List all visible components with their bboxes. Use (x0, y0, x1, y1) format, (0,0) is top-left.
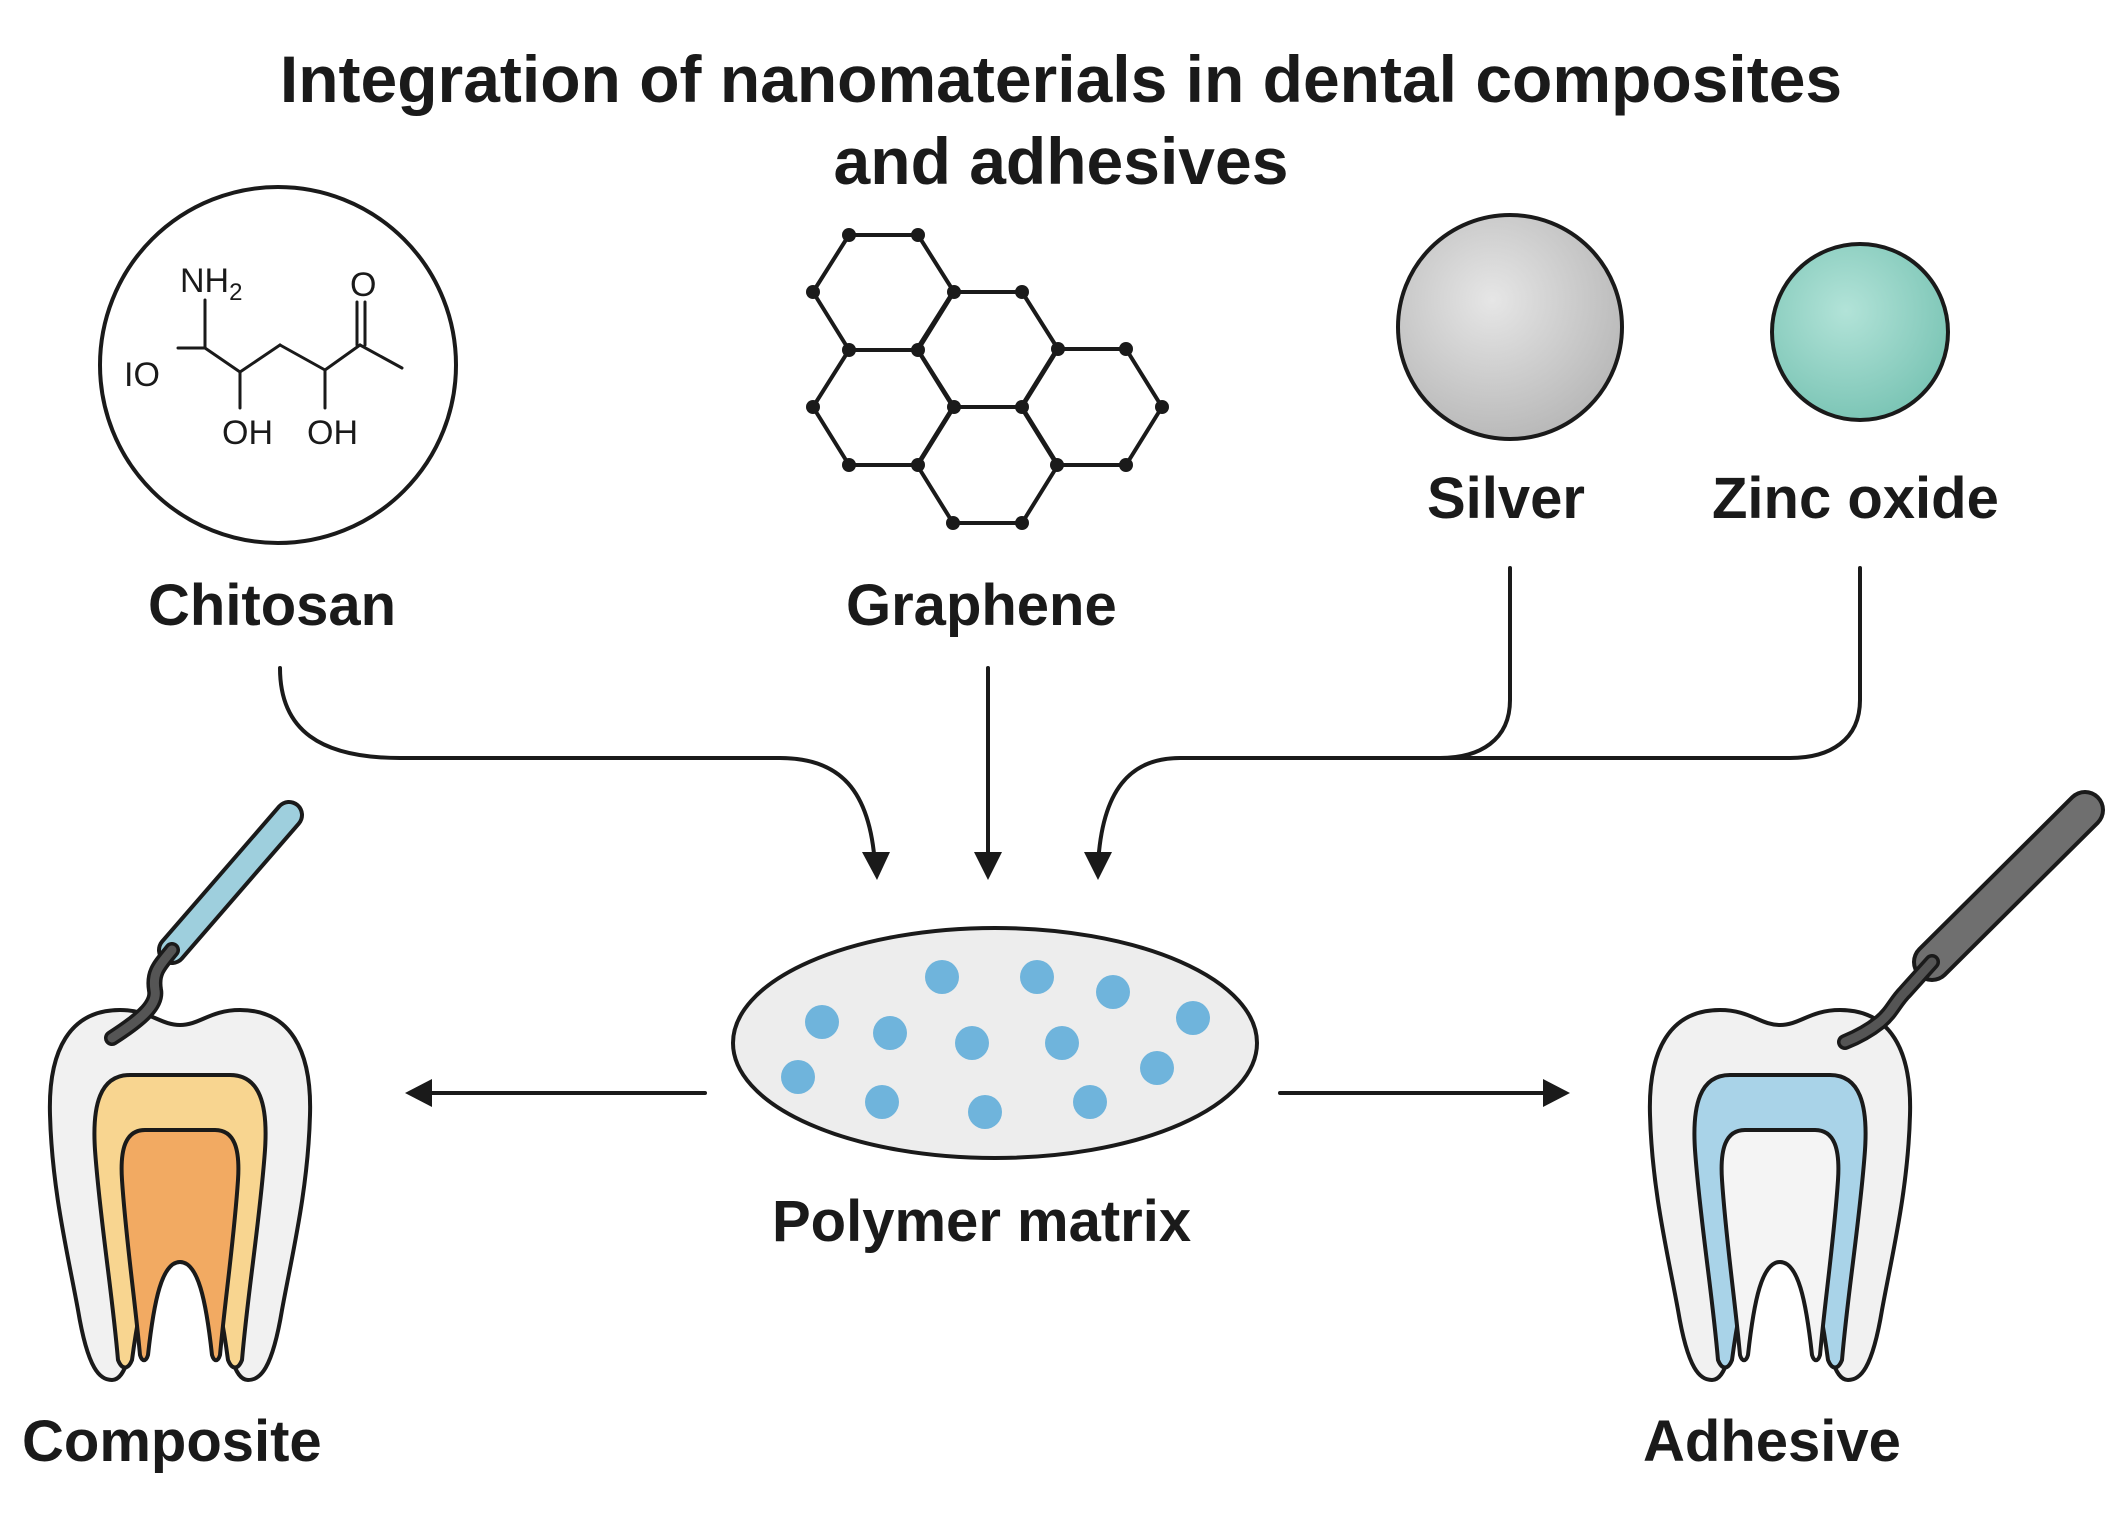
arrowhead-chitosan (862, 852, 890, 880)
chitosan-nh2-text: NH2 (180, 262, 242, 306)
arrowhead-adhesive (1543, 1079, 1570, 1107)
diagram-title: Integration of nanomaterials in dental c… (0, 38, 2122, 202)
graphene-label: Graphene (846, 573, 1117, 638)
graphene-atoms (806, 228, 1169, 530)
chitosan-oh1-text: OH (222, 414, 273, 452)
arrow-chitosan-to-matrix (278, 666, 877, 867)
chitosan-molecule-group: NH2 O IO OH OH (98, 185, 458, 545)
polymer-matrix-label: Polymer matrix (772, 1189, 1192, 1254)
composite-label: Composite (22, 1409, 322, 1474)
title-line-1: Integration of nanomaterials in dental c… (279, 42, 1843, 116)
silver-label: Silver (1427, 466, 1585, 531)
silver-nanoparticle (1396, 213, 1624, 441)
chitosan-circle (98, 185, 458, 545)
chitosan-io-text: IO (124, 356, 160, 394)
arrowhead-silver-zinc (1084, 852, 1112, 880)
composite-tooth (47, 1008, 313, 1382)
zinc-oxide-label: Zinc oxide (1712, 466, 1999, 531)
connector-silver (1438, 566, 1512, 760)
adhesive-inner-dentin (1719, 1128, 1841, 1363)
chitosan-label: Chitosan (148, 573, 397, 638)
adhesive-tooth (1647, 1008, 1913, 1382)
adhesive-label: Adhesive (1643, 1409, 1901, 1474)
arrowhead-graphene (974, 852, 1002, 880)
arrowheads (405, 852, 1570, 1107)
arrowhead-composite (405, 1079, 432, 1107)
chitosan-oh2-text: OH (307, 414, 358, 452)
matrix-nanoparticles (781, 960, 1210, 1129)
title-line-2: and adhesives (833, 124, 1289, 198)
composite-pulp-layer (119, 1128, 241, 1363)
adhesive-applicator-tool (1837, 790, 2105, 1050)
arrow-silver-zinc-to-matrix (1096, 566, 1862, 867)
composite-applicator-tool (104, 800, 304, 1046)
chitosan-ketone-o-text: O (350, 266, 376, 304)
zinc-oxide-nanoparticle (1770, 242, 1950, 422)
chitosan-structure-bonds (176, 298, 404, 410)
graphene-lattice (811, 233, 1164, 525)
